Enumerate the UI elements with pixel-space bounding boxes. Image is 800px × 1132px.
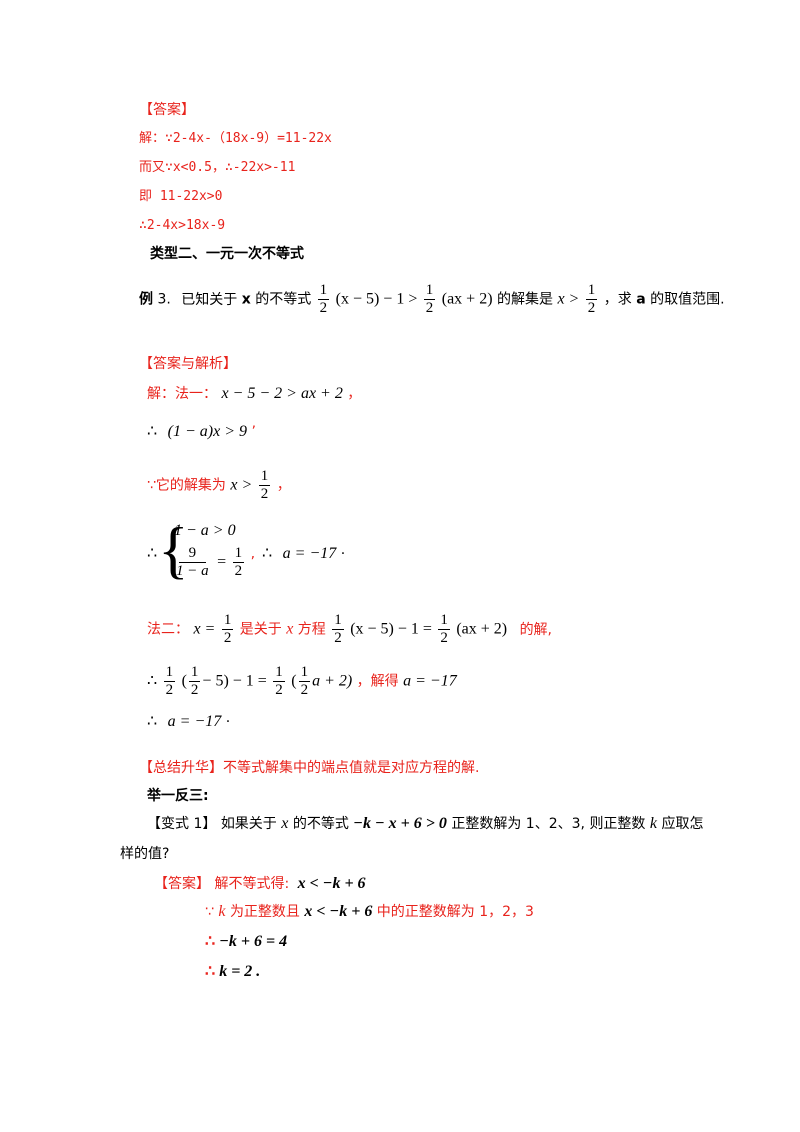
inequality-right: (ax + 2): [441, 290, 493, 308]
step-2: ∴ (1 − a)x > 9 ’: [147, 423, 256, 440]
analysis-heading: 【答案与解析】: [139, 356, 237, 372]
comma: ，: [347, 386, 362, 402]
example-text-ask: ，求: [603, 291, 632, 308]
therefore-symbol: ∴: [147, 545, 158, 562]
a-result: a = −17: [282, 545, 337, 562]
var-a: a: [636, 291, 646, 308]
final-result: a = −17: [403, 672, 457, 690]
example-text-mid: 的不等式: [255, 291, 312, 308]
section-heading: 类型二、一元一次不等式: [150, 246, 304, 262]
paren-open: (: [291, 672, 297, 690]
example-text-solset: 的解集是: [496, 291, 553, 308]
paren-open: (: [181, 672, 187, 690]
answer-heading: 【答案】: [139, 102, 195, 118]
practice-line-4: ∴ k = 2 .: [205, 962, 260, 982]
method-1-label: 解：法一：: [147, 386, 217, 402]
variant-inequality: −k − x + 6 > 0: [353, 815, 447, 832]
variant-text: 应取怎: [661, 816, 704, 832]
practice-result: ∴ k = 2 .: [205, 963, 261, 980]
practice-text: 为正整数且: [229, 904, 300, 920]
practice-line-2: ∵ k 为正整数且 x < −k + 6 中的正整数解为 1，2，3: [205, 902, 534, 922]
answer-label: 【答案】: [154, 876, 210, 892]
variant-text: 的不等式: [292, 816, 349, 832]
var-x: x: [281, 815, 289, 832]
answer-expr: x < −k + 6: [297, 875, 366, 892]
var-k: k: [649, 815, 657, 832]
sub-expr: − 5) − 1 =: [202, 672, 267, 690]
x-equals: x =: [193, 620, 216, 638]
example-number: 3.: [157, 291, 171, 308]
practice-answer-line: 【答案】 解不等式得: x < −k + 6: [154, 874, 366, 894]
final-line: ∴ a = −17 ·: [147, 713, 231, 730]
practice-text: 中的正整数解为 1，2，3: [376, 904, 534, 920]
because-symbol: ∵: [205, 904, 214, 920]
answer-line-2: 而又∵x<0.5，∴-22x>-11: [139, 160, 296, 175]
final-result: a = −17: [167, 713, 222, 730]
variant-1-line-2: 样的值?: [120, 846, 170, 862]
because-text: ∵它的解集为: [147, 477, 226, 494]
example-text-pre: 已知关于: [181, 291, 238, 308]
therefore-symbol: ∴: [147, 672, 158, 690]
therefore-symbol: ∴: [147, 423, 158, 440]
inequality-left: (x − 5) − 1 >: [335, 290, 418, 308]
solution-expr: x >: [557, 290, 580, 308]
summary: 【总结升华】不等式解集中的端点值就是对应方程的解.: [139, 760, 480, 776]
equation-left: (x − 5) − 1 =: [350, 620, 432, 638]
var-k: k: [218, 903, 226, 920]
practice-heading: 举一反三:: [147, 788, 209, 804]
text-solved: ，解得: [356, 673, 399, 690]
method-1-line: 解：法一： x − 5 − 2 > ax + 2 ，: [147, 384, 361, 404]
solution-expr: x >: [230, 476, 253, 494]
step-2-expr: (1 − a)x > 9: [167, 423, 247, 440]
var-x: x: [286, 620, 294, 638]
a-result-line: ∴ a = −17 ·: [262, 545, 346, 562]
variant-label: 【变式 1】: [147, 816, 217, 832]
practice-expr: ∴ −k + 6 = 4: [205, 933, 288, 950]
text-of-solution: 的解,: [519, 621, 553, 638]
text-is-about: 是关于: [239, 621, 282, 638]
variant-text: 如果关于: [220, 816, 277, 832]
comma: ，: [276, 477, 291, 494]
practice-expr: x < −k + 6: [304, 903, 373, 920]
answer-line-4: ∴2-4x>18x-9: [139, 218, 226, 233]
equation-right: (ax + 2): [456, 620, 508, 638]
answer-line-3: 即 11-22x>0: [139, 189, 223, 204]
variant-text: 则正整数: [589, 816, 646, 832]
system-top: 1 − a > 0: [174, 522, 236, 539]
brace-icon: {: [158, 514, 189, 585]
therefore-symbol: ∴: [262, 545, 273, 562]
example-text-ask-post: 的取值范围.: [650, 291, 725, 308]
variant-1-line: 【变式 1】 如果关于 x 的不等式 −k − x + 6 > 0 正整数解为 …: [147, 814, 703, 834]
text-equation: 方程: [297, 621, 326, 638]
equals: =: [217, 553, 227, 571]
answer-text: 解不等式得:: [214, 876, 290, 892]
variant-text: 正整数解为 1、2、3,: [451, 816, 585, 832]
method-2-label: 法二：: [147, 621, 189, 638]
practice-line-3: ∴ −k + 6 = 4: [205, 932, 287, 952]
therefore-symbol: ∴: [147, 713, 158, 730]
example-label: 例: [139, 291, 153, 308]
var-x: x: [241, 291, 251, 308]
answer-line-1: 解：∵2-4x-（18x-9）=11-22x: [139, 131, 332, 146]
sub-expr: a + 2): [312, 672, 353, 690]
method-1-expr: x − 5 − 2 > ax + 2: [221, 385, 343, 402]
